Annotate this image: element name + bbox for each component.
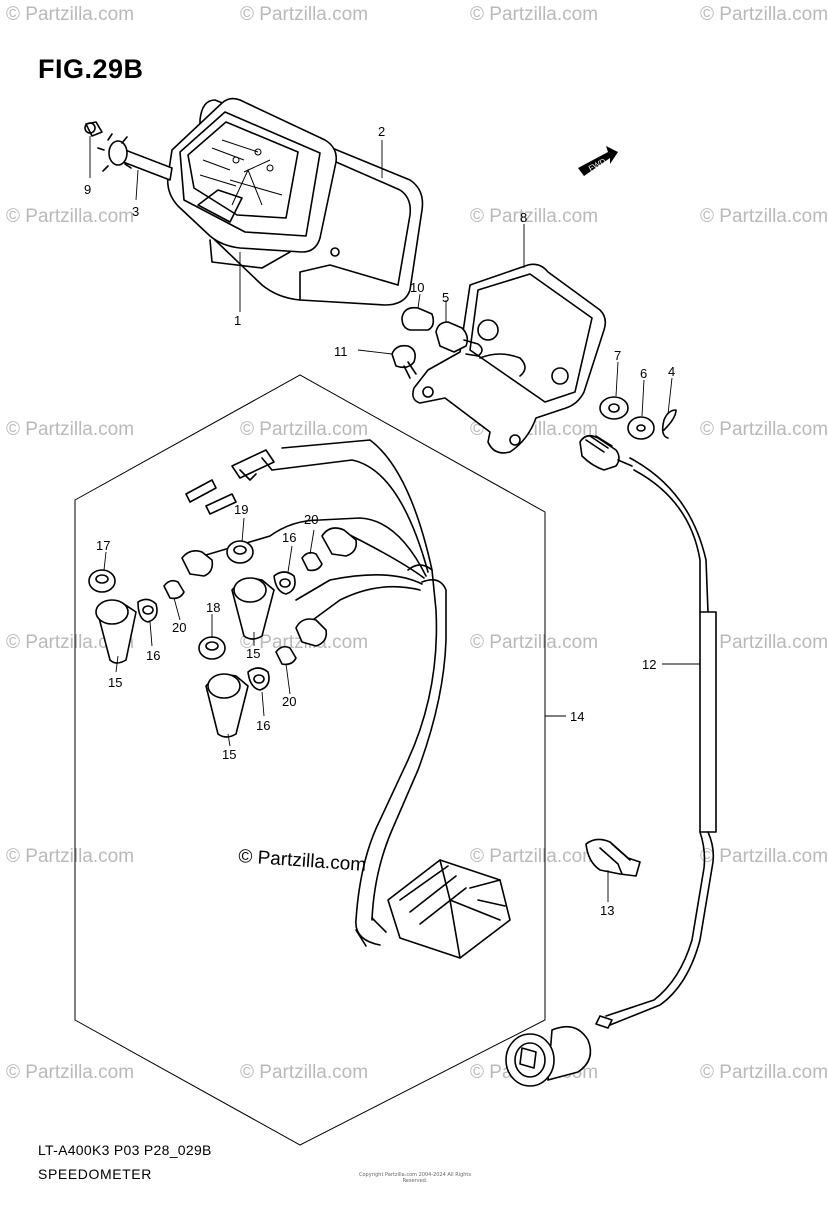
cable-clamp	[585, 838, 641, 877]
drive-gear-shaft	[84, 121, 173, 181]
watermark: © Partzilla.com	[240, 1062, 368, 1083]
callout-16-middle: 16	[282, 530, 296, 545]
watermark: © Partzilla.com	[700, 632, 828, 653]
callout-1: 1	[234, 313, 241, 328]
callout-labels: 1 2 3 4 5 6 7 8 9 10 11 12 13 14 15 15 1…	[84, 124, 675, 918]
watermark: © Partzilla.com	[240, 4, 368, 25]
watermark: © Partzilla.com	[470, 846, 598, 867]
callout-17: 17	[96, 538, 110, 553]
leader-lines	[89, 136, 700, 902]
watermark: © Partzilla.com	[700, 846, 828, 867]
callout-10: 10	[410, 280, 424, 295]
callout-20-middle: 20	[304, 512, 318, 527]
callout-9: 9	[84, 182, 91, 197]
callout-3: 3	[132, 204, 139, 219]
watermark: © Partzilla.com	[700, 206, 828, 227]
watermark: © Partzilla.com	[6, 419, 134, 440]
callout-2: 2	[378, 124, 385, 139]
fwd-direction-marker: FWD	[578, 146, 618, 176]
section-name: SPEEDOMETER	[38, 1166, 152, 1182]
washers-and-clip	[599, 396, 677, 440]
callout-15-left: 15	[108, 675, 122, 690]
watermark: © Partzilla.com	[6, 846, 134, 867]
watermark: © Partzilla.com	[700, 419, 828, 440]
callout-4: 4	[668, 364, 675, 379]
callout-6: 6	[640, 366, 647, 381]
callout-7: 7	[614, 348, 621, 363]
figure-title: FIG.29B	[38, 54, 144, 84]
callout-5: 5	[442, 290, 449, 305]
callout-8: 8	[520, 210, 527, 225]
callout-16-left: 16	[146, 648, 160, 663]
speedometer-head	[166, 97, 338, 269]
callout-15-middle: 15	[246, 646, 260, 661]
callout-18: 18	[206, 600, 220, 615]
fine-print: Copyright Partzilla.com 2004-2024 All Ri…	[358, 1172, 471, 1184]
callout-11: 11	[334, 344, 348, 359]
lamp-socket-parts	[88, 540, 323, 738]
watermark: © Partzilla.com	[6, 4, 134, 25]
callout-15-bottom: 15	[222, 747, 236, 762]
watermark: © Partzilla.com	[700, 4, 828, 25]
watermark: © Partzilla.com	[700, 1062, 828, 1083]
callout-20-bottom: 20	[282, 694, 296, 709]
watermark: © Partzilla.com	[6, 206, 134, 227]
model-code: LT-A400K3 P03 P28_029B	[38, 1142, 212, 1158]
watermark: © Partzilla.com	[470, 4, 598, 25]
speedometer-cable	[505, 434, 717, 1087]
wiring-harness	[181, 439, 511, 959]
harness-group-outline	[74, 374, 546, 1146]
watermark-center: © Partzilla.com	[238, 846, 367, 876]
callout-16-bottom: 16	[256, 718, 270, 733]
callout-19: 19	[234, 502, 248, 517]
bulb-and-socket	[391, 306, 483, 379]
watermark: © Partzilla.com	[240, 419, 368, 440]
callout-12: 12	[642, 657, 656, 672]
watermark: © Partzilla.com	[6, 1062, 134, 1083]
watermark: © Partzilla.com	[6, 632, 134, 653]
callout-13: 13	[600, 903, 614, 918]
callout-20-left: 20	[172, 620, 186, 635]
watermark: © Partzilla.com	[470, 632, 598, 653]
meter-bracket	[412, 263, 607, 454]
callout-14: 14	[570, 709, 584, 724]
watermark: © Partzilla.com	[470, 206, 598, 227]
watermark-layer: © Partzilla.com © Partzilla.com © Partzi…	[6, 4, 828, 1083]
